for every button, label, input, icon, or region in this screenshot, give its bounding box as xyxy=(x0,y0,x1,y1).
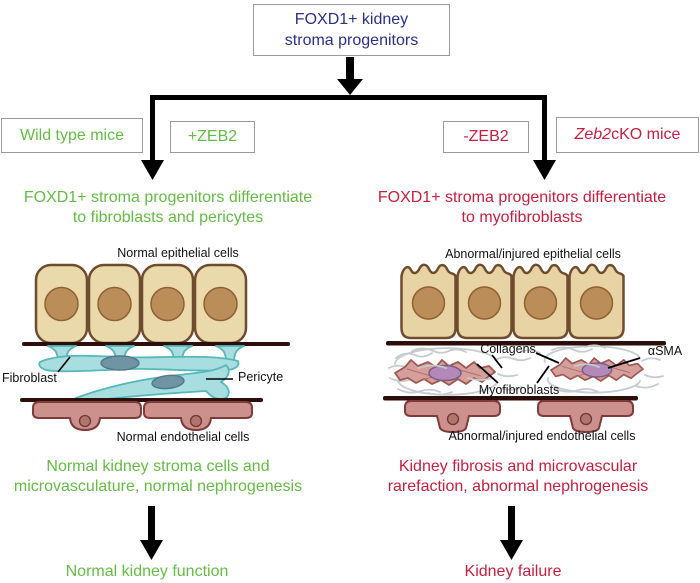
abnormal-endothelial-label: Abnormal/injured endothelial cells xyxy=(448,429,636,443)
fibroblast-cell xyxy=(38,345,245,373)
collagen-fibers xyxy=(388,344,664,396)
left-differentiation-line1: FOXD1+ stroma progenitors differentiate xyxy=(23,189,313,206)
zeb2-cko-rest: cKO mice xyxy=(611,126,681,143)
arrow-down-left-outcome xyxy=(140,506,163,560)
right-differentiation-line2: to myofibroblasts xyxy=(461,209,583,226)
plus-zeb2-label: +ZEB2 xyxy=(187,128,238,145)
foxd1-box-line2: stroma progenitors xyxy=(284,32,419,49)
normal-kidney-function-label: Normal kidney function xyxy=(65,563,229,580)
collagens-label: Collagens xyxy=(480,342,536,356)
endothelial-membrane-line xyxy=(383,396,638,401)
branch-connector xyxy=(150,95,547,100)
right-outcome-text: Kidney fibrosis and microvascular rarefa… xyxy=(348,457,688,497)
foxd1-progenitors-box: FOXD1+ kidney stroma progenitors xyxy=(253,4,450,56)
injured-epithelial-cells xyxy=(400,263,625,340)
plus-zeb2-box: +ZEB2 xyxy=(170,121,255,153)
kidney-failure-label: Kidney failure xyxy=(464,563,562,580)
wild-type-mice-label: Wild type mice xyxy=(19,126,125,144)
arrow-down-top xyxy=(337,57,363,95)
arrow-down-right-branch xyxy=(533,95,556,180)
fibroblast-nucleus xyxy=(100,355,140,371)
right-outcome-line1: Kidney fibrosis and microvascular xyxy=(398,458,638,475)
zeb2-cko-mice-box: Zeb2 cKO mice xyxy=(556,117,699,153)
myofibroblasts-label: Myofibroblasts xyxy=(478,383,560,397)
minus-zeb2-box: -ZEB2 xyxy=(443,121,529,153)
fibrotic-tissue-illustration xyxy=(383,263,666,433)
pericyte-label: Pericyte xyxy=(238,370,284,384)
collagen-fibers-front xyxy=(417,363,600,381)
right-outcome-line2: rarefaction, abnormal nephrogenesis xyxy=(387,478,649,495)
fibroblast-leader-line xyxy=(57,356,71,373)
abnormal-epithelial-label: Abnormal/injured epithelial cells xyxy=(445,247,621,261)
left-outcome-text: Normal kidney stroma cells and microvasc… xyxy=(0,457,326,497)
pericyte-nucleus xyxy=(151,374,185,390)
flow-arrows xyxy=(140,57,556,560)
normal-endothelial-cells xyxy=(32,401,253,431)
myofibroblast-cells xyxy=(394,357,644,386)
right-differentiation-text: FOXD1+ stroma progenitors differentiate … xyxy=(352,188,692,228)
fibroblast-label: Fibroblast xyxy=(2,371,57,385)
right-differentiation-line1: FOXD1+ stroma progenitors differentiate xyxy=(377,189,667,206)
normal-endothelial-label: Normal endothelial cells xyxy=(116,430,250,444)
left-differentiation-line2: to fibroblasts and pericytes xyxy=(72,209,264,226)
left-outcome-line1: Normal kidney stroma cells and xyxy=(46,458,270,475)
asma-label: αSMA xyxy=(647,344,683,358)
wild-type-mice-box: Wild type mice xyxy=(1,118,143,153)
asma-leader-line xyxy=(607,357,641,369)
arrow-down-right-outcome xyxy=(500,506,523,560)
zeb2-cko-italic: Zeb2 xyxy=(574,126,612,143)
myofibroblasts-leader-lines xyxy=(476,363,550,384)
minus-zeb2-label: -ZEB2 xyxy=(463,128,509,145)
normal-tissue-illustration xyxy=(20,263,290,431)
basement-membrane-line xyxy=(386,341,666,346)
left-outcome-line2: microvasculature, normal nephrogenesis xyxy=(13,478,303,495)
foxd1-box-line1: FOXD1+ kidney xyxy=(294,11,409,28)
basement-membrane-line xyxy=(22,342,290,346)
injured-endothelial-cells xyxy=(404,400,634,433)
arrow-down-left-branch xyxy=(141,95,164,180)
collagens-leader-lines xyxy=(491,352,560,369)
left-differentiation-text: FOXD1+ stroma progenitors differentiate … xyxy=(0,188,336,228)
normal-epithelial-cells xyxy=(34,263,248,345)
normal-epithelial-label: Normal epithelial cells xyxy=(117,246,239,260)
